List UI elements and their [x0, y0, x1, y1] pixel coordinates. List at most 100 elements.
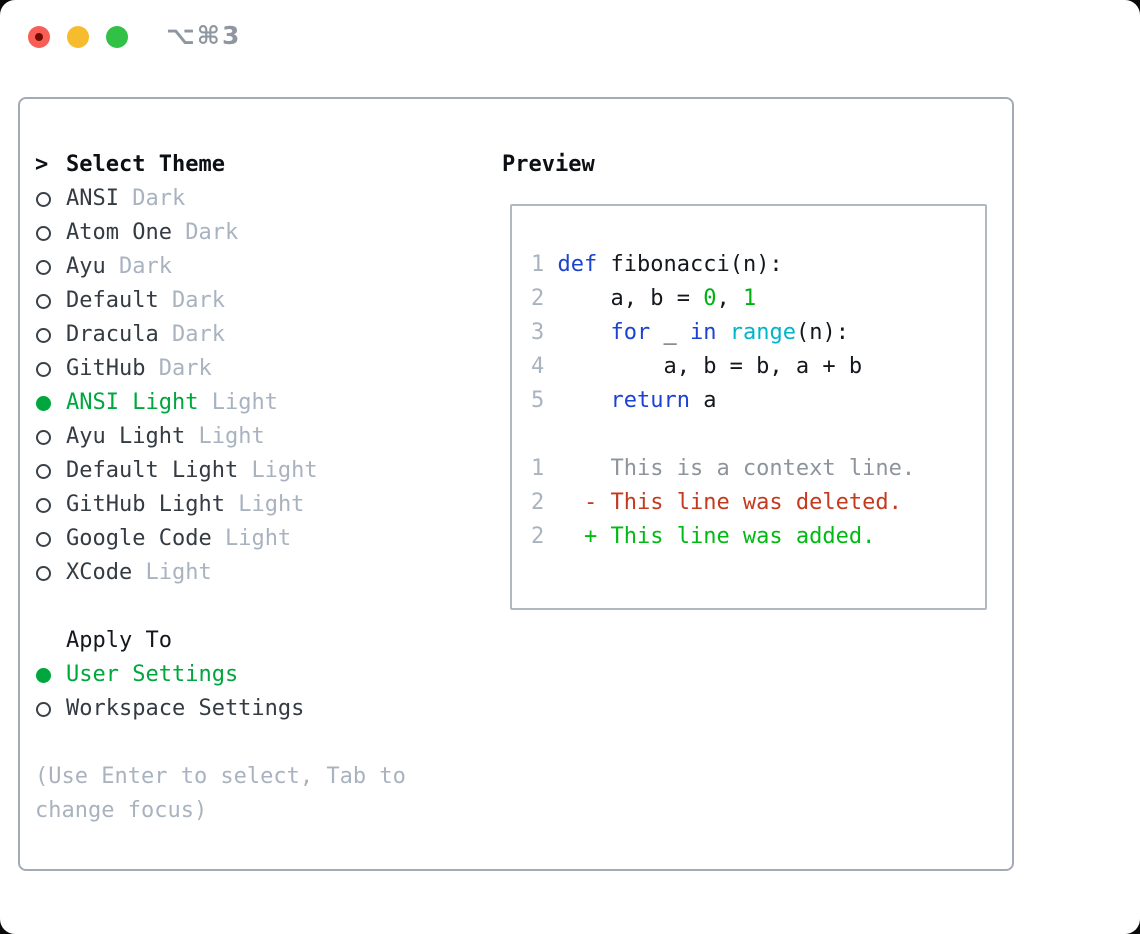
minimize-button[interactable]: [67, 26, 89, 48]
code-token: a, b =: [557, 286, 704, 311]
maximize-button[interactable]: [106, 26, 128, 48]
preview-diff-block: 1 This is a context line.2 - This line w…: [531, 452, 985, 554]
line-number: 1: [531, 252, 545, 277]
code-token: 1: [742, 286, 757, 311]
preview-title: Preview: [502, 152, 595, 177]
theme-option-ansi[interactable]: ANSI Dark: [35, 182, 447, 216]
theme-option-dracula[interactable]: Dracula Dark: [35, 318, 447, 352]
code-token: 0: [703, 286, 717, 311]
spacer: [35, 590, 447, 624]
theme-variant-tag: Light: [238, 492, 305, 517]
apply-option-label: Workspace Settings: [66, 696, 305, 721]
code-token: range: [729, 320, 796, 345]
selection-cursor: >: [35, 152, 49, 177]
theme-variant-tag: Dark: [185, 220, 239, 245]
code-token: - This line was deleted.: [557, 490, 902, 515]
code-token: [558, 320, 611, 345]
line-number: 1: [531, 456, 545, 481]
diff-line: 2 - This line was deleted.: [531, 486, 985, 520]
apply-to-title: Apply To: [66, 628, 172, 653]
theme-name: Ayu: [66, 254, 106, 279]
theme-variant-tag: Light: [145, 560, 212, 585]
radio-unselected-icon: [35, 420, 66, 454]
code-token: a, b = b, a + b: [557, 354, 863, 379]
code-token: (n):: [795, 320, 849, 345]
radio-unselected-icon: [35, 692, 66, 726]
line-number: 4: [531, 354, 545, 379]
theme-option-github[interactable]: GitHub Dark: [35, 352, 447, 386]
code-line: 2 a, b = 0, 1: [531, 282, 985, 316]
theme-option-google-code[interactable]: Google Code Light: [35, 522, 447, 556]
code-token: _: [650, 320, 690, 345]
code-token: a: [689, 388, 717, 413]
code-line: 3 for _ in range(n):: [531, 316, 985, 350]
apply-option-user-settings[interactable]: User Settings: [35, 658, 447, 692]
theme-variant-tag: Light: [251, 458, 318, 483]
theme-option-default[interactable]: Default Dark: [35, 284, 447, 318]
radio-unselected-icon: [35, 488, 66, 522]
theme-name: Default Light: [66, 458, 239, 483]
spacer: [531, 418, 985, 452]
radio-unselected-icon: [35, 556, 66, 590]
theme-variant-tag: Light: [211, 390, 278, 415]
theme-option-xcode[interactable]: XCode Light: [35, 556, 447, 590]
theme-option-ayu-light[interactable]: Ayu Light Light: [35, 420, 447, 454]
theme-variant-tag: Dark: [171, 322, 225, 347]
code-token: def: [557, 252, 598, 277]
theme-variant-tag: Dark: [158, 356, 212, 381]
code-line: 5 return a: [531, 384, 985, 418]
diff-line: 1 This is a context line.: [531, 452, 985, 486]
radio-unselected-icon: [35, 318, 66, 352]
radio-unselected-icon: [35, 182, 66, 216]
theme-name: ANSI: [66, 186, 119, 211]
theme-name: ANSI Light: [66, 390, 199, 415]
theme-name: Ayu Light: [66, 424, 186, 449]
line-number: 2: [531, 286, 545, 311]
theme-name: Dracula: [66, 322, 159, 347]
code-token: ,: [716, 286, 743, 311]
code-token: fibonacci(n):: [597, 252, 783, 277]
theme-name: XCode: [66, 560, 133, 585]
theme-option-default-light[interactable]: Default Light Light: [35, 454, 447, 488]
apply-option-workspace-settings[interactable]: Workspace Settings: [35, 692, 447, 726]
theme-variant-tag: Dark: [171, 288, 225, 313]
theme-variant-tag: Light: [198, 424, 265, 449]
code-token: + This line was added.: [557, 524, 876, 549]
theme-name: Google Code: [66, 526, 212, 551]
theme-option-github-light[interactable]: GitHub Light Light: [35, 488, 447, 522]
code-token: in: [689, 320, 717, 345]
radio-selected-icon: [35, 658, 66, 692]
line-number: 2: [531, 524, 545, 549]
theme-option-ayu[interactable]: Ayu Dark: [35, 250, 447, 284]
theme-list-header: > Select Theme: [35, 148, 447, 182]
apply-option-label: User Settings: [66, 662, 239, 687]
code-line: 4 a, b = b, a + b: [531, 350, 985, 384]
theme-variant-tag: Dark: [132, 186, 186, 211]
theme-option-ansi-light[interactable]: ANSI Light Light: [35, 386, 447, 420]
theme-option-atom-one[interactable]: Atom One Dark: [35, 216, 447, 250]
theme-name: GitHub Light: [66, 492, 225, 517]
radio-unselected-icon: [35, 250, 66, 284]
code-token: [716, 320, 729, 345]
theme-list-title: Select Theme: [66, 152, 225, 177]
radio-unselected-icon: [35, 216, 66, 250]
diff-line: 2 + This line was added.: [531, 520, 985, 554]
code-token: This is a context line.: [557, 456, 916, 481]
close-button[interactable]: [28, 26, 50, 48]
theme-name: Atom One: [66, 220, 172, 245]
radio-unselected-icon: [35, 522, 66, 556]
help-text: (Use Enter to select, Tab to change focu…: [35, 764, 406, 823]
theme-name: GitHub: [66, 356, 146, 381]
theme-name: Default: [66, 288, 159, 313]
code-token: for: [610, 320, 651, 345]
radio-unselected-icon: [35, 352, 66, 386]
line-number: 2: [531, 490, 545, 515]
line-number: 3: [531, 320, 545, 345]
